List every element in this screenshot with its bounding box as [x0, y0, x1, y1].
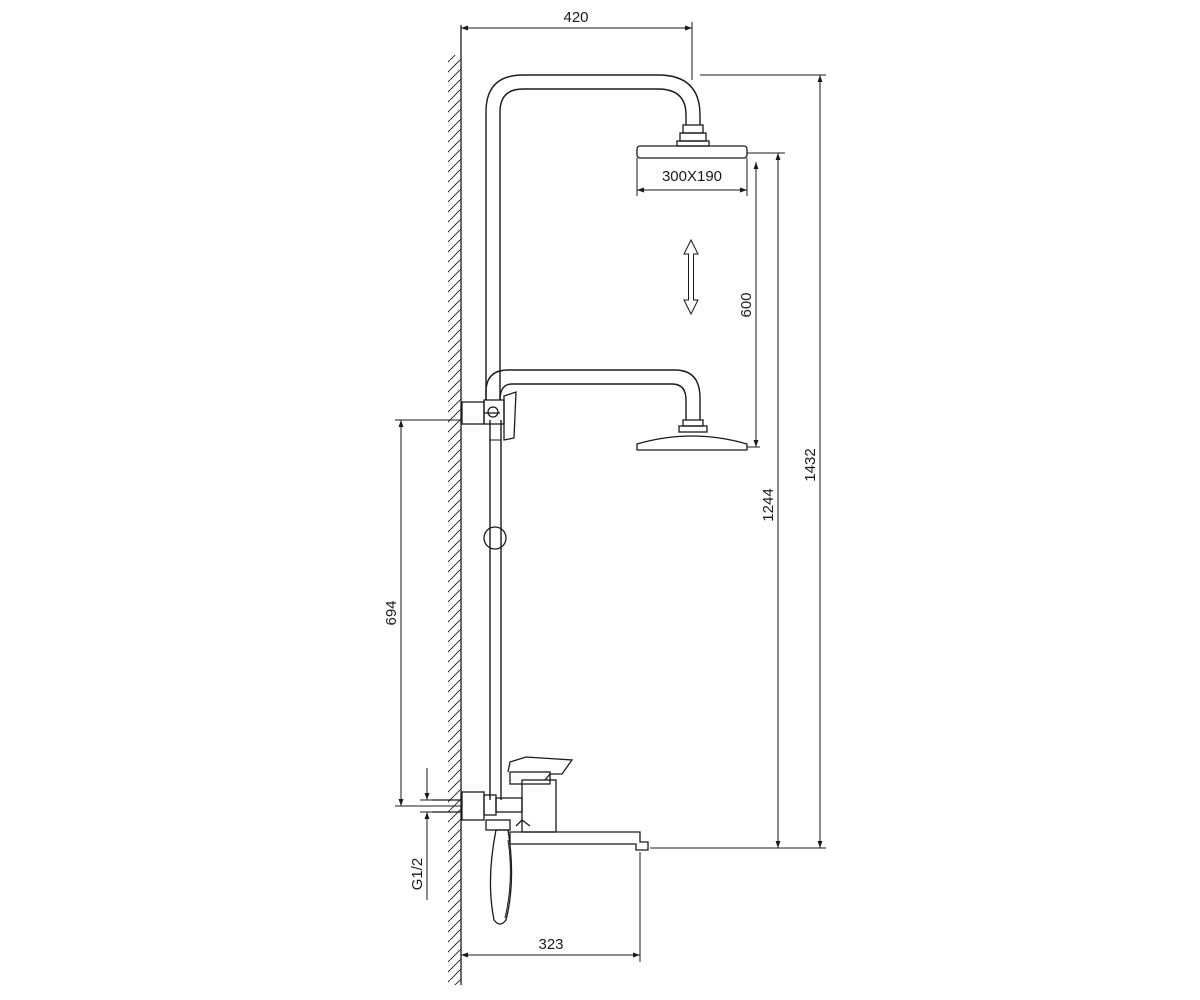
dim-label-head-size: 300X190 — [662, 168, 722, 185]
hose-connector — [485, 819, 511, 831]
dimension-bar-spacing: 694 — [383, 419, 462, 807]
dimension-inlet-thread: G1/2 — [409, 768, 434, 900]
hand-shower-holder — [503, 391, 517, 441]
wall-mount-block — [461, 401, 485, 425]
hose-outlet — [515, 819, 531, 827]
head-connector-2 — [678, 425, 708, 433]
dimension-spout-reach: 323 — [461, 852, 641, 962]
bracket-knob — [487, 406, 499, 418]
head-connector-3 — [676, 140, 710, 147]
lower-arm-outer — [485, 369, 701, 420]
wall-hatching — [448, 55, 461, 985]
dim-label-height-low: 1244 — [760, 488, 777, 521]
cartridge — [509, 771, 551, 785]
lever-handle — [507, 756, 574, 781]
mixer-valve — [432, 756, 649, 925]
coupling — [495, 797, 523, 813]
dim-label-spout-reach: 323 — [538, 936, 563, 953]
hand-shower-edge — [504, 839, 511, 919]
shower-head-top: 300X190 — [636, 124, 748, 196]
hand-shower — [489, 829, 513, 925]
double-arrow-icon — [683, 238, 699, 316]
dim-label-adjust-range: 600 — [738, 292, 755, 317]
dimension-width-top: 420 — [461, 9, 693, 80]
wall — [448, 25, 462, 985]
head-plate — [636, 145, 748, 159]
head-connector-1 — [682, 124, 704, 134]
upper-bracket — [461, 391, 517, 550]
riser-inner — [499, 88, 687, 400]
bath-spout — [509, 831, 649, 851]
dimension-adjust-range: 600 — [738, 152, 785, 448]
lower-arm-inner — [499, 383, 687, 420]
wall-connector-block — [461, 791, 485, 821]
dim-label-bar-spacing: 694 — [383, 600, 400, 625]
riser-pipe — [485, 74, 701, 800]
dimension-height-total: 1432 — [650, 74, 826, 849]
dim-label-width-top: 420 — [563, 9, 588, 26]
head-connector-2 — [679, 132, 707, 142]
head-plate — [636, 435, 748, 451]
dim-label-height-total: 1432 — [802, 448, 819, 481]
riser-outer — [485, 74, 701, 400]
head-connector-1 — [682, 419, 704, 427]
dim-label-inlet-thread: G1/2 — [409, 858, 426, 891]
shower-head-lower — [485, 369, 748, 451]
dimension-height-low: 1244 — [760, 153, 781, 848]
adjust-arrow-icon — [683, 238, 699, 316]
slide-knob — [483, 526, 507, 550]
